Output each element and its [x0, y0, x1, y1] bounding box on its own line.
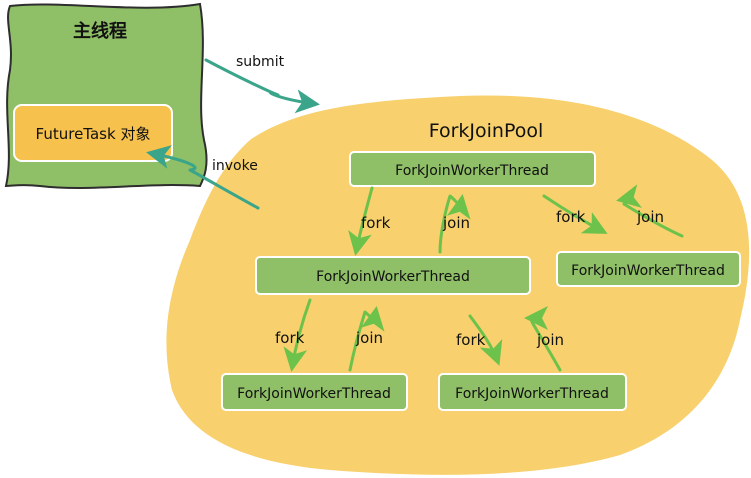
worker-node-right-box — [556, 251, 741, 287]
worker-node-bottom-left: ForkJoinWorkerThread — [237, 386, 391, 402]
fork-label-root-right: fork — [556, 208, 586, 226]
future-task-box — [13, 104, 173, 162]
main-thread-title: 主线程 — [73, 20, 127, 42]
fork-label-middle-bottom-left: fork — [275, 329, 305, 347]
join-label-middle-bottom-left: join — [355, 329, 383, 347]
submit-label: submit — [236, 54, 285, 70]
submit-arrow — [204, 58, 320, 114]
worker-node-bottom-right: ForkJoinWorkerThread — [455, 386, 609, 402]
join-label-root-middle: join — [442, 214, 470, 232]
fork-arrow-root-right — [542, 194, 608, 234]
worker-node-root: ForkJoinWorkerThread — [395, 163, 549, 179]
fork-arrow-root-middle — [348, 186, 374, 256]
fork-label-root-middle: fork — [361, 214, 391, 232]
fork-arrow-middle-bottom-left — [283, 298, 312, 372]
worker-node-middle: ForkJoinWorkerThread — [316, 269, 470, 285]
join-arrow-middle-bottom-left — [348, 306, 385, 372]
pool-title: ForkJoinPool — [429, 120, 544, 142]
worker-node-right: ForkJoinWorkerThread — [571, 263, 725, 279]
fork-arrow-middle-bottom-right — [468, 314, 503, 366]
join-arrow-middle-bottom-right — [524, 306, 562, 372]
invoke-arrow — [146, 145, 260, 210]
join-arrow-root-right — [616, 184, 684, 238]
future-task-label: FutureTask 对象 — [36, 125, 151, 143]
invoke-label: invoke — [212, 158, 258, 174]
worker-node-bottom-left-box — [221, 373, 408, 411]
fork-label-middle-bottom-right: fork — [456, 331, 486, 349]
join-arrow-root-middle — [438, 194, 471, 254]
worker-node-bottom-right-box — [438, 373, 627, 411]
join-label-middle-bottom-right: join — [536, 331, 564, 349]
join-label-root-right: join — [636, 208, 664, 226]
worker-node-middle-box — [255, 256, 531, 295]
worker-node-root-box — [349, 151, 596, 187]
